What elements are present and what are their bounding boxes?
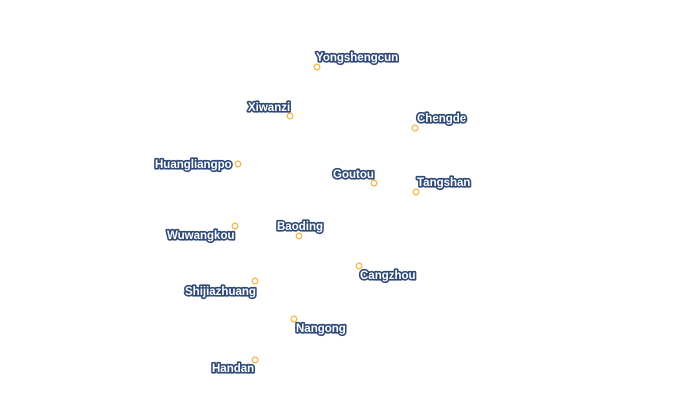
city-label: Huangliangpo	[155, 159, 232, 171]
city-label: Wuwangkou	[167, 230, 235, 242]
city-label: Xiwanzi	[248, 102, 290, 114]
city-label: Baoding	[277, 221, 323, 233]
city-marker	[251, 356, 259, 364]
city-goutou[interactable]: Goutou	[331, 167, 378, 187]
city-marker	[290, 315, 298, 323]
city-marker	[234, 160, 242, 168]
city-yongshengcun[interactable]: Yongshengcun	[313, 50, 400, 71]
city-label: Shijiazhuang	[185, 286, 256, 298]
city-marker	[411, 124, 419, 132]
city-chengde[interactable]: Chengde	[411, 111, 468, 132]
city-wuwangkou[interactable]: Wuwangkou	[165, 222, 239, 244]
city-nangong[interactable]: Nangong	[290, 315, 347, 337]
city-marker	[251, 277, 259, 285]
city-huangliangpo[interactable]: Huangliangpo	[153, 157, 242, 173]
city-label: Nangong	[296, 323, 346, 335]
city-label: Chengde	[417, 113, 466, 125]
city-marker	[370, 179, 378, 187]
city-marker	[231, 222, 239, 230]
city-cangzhou[interactable]: Cangzhou	[355, 262, 417, 284]
city-marker	[295, 232, 303, 240]
city-marker	[313, 63, 321, 71]
city-tangshan[interactable]: Tangshan	[412, 175, 472, 196]
city-baoding[interactable]: Baoding	[275, 219, 325, 240]
city-label: Cangzhou	[360, 270, 416, 282]
city-label: Yongshengcun	[316, 52, 398, 64]
city-label: Tangshan	[417, 177, 470, 189]
city-shijiazhuang[interactable]: Shijiazhuang	[183, 277, 259, 300]
city-handan[interactable]: Handan	[210, 356, 259, 377]
city-label: Goutou	[333, 169, 374, 181]
city-marker	[355, 262, 363, 270]
city-marker	[412, 188, 420, 196]
city-label: Handan	[212, 363, 254, 375]
city-xiwanzi[interactable]: Xiwanzi	[246, 100, 294, 120]
city-marker	[286, 112, 294, 120]
